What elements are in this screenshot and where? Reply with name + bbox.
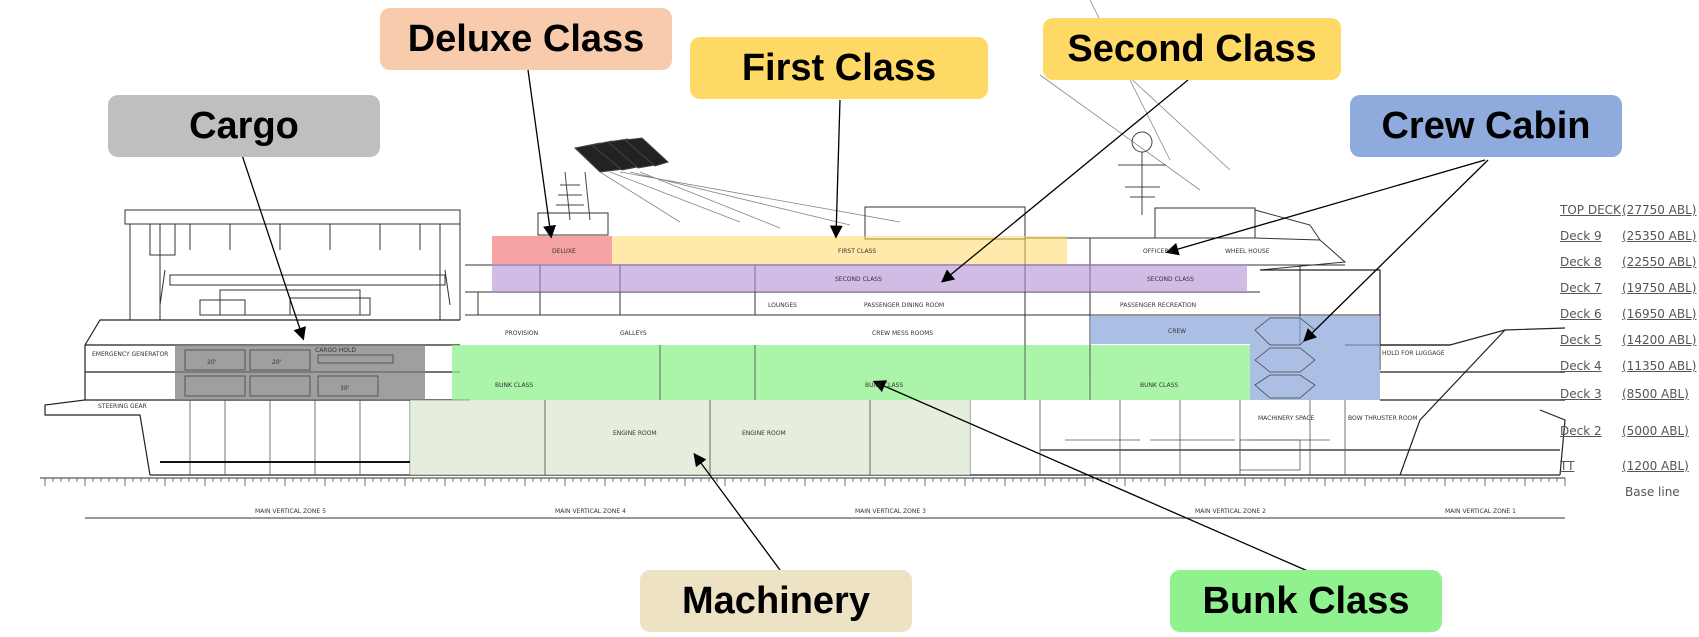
ruler-ticks: [44, 478, 1566, 486]
deck-elevation: (1200 ABL): [1622, 459, 1689, 473]
baseline-ruler: [40, 477, 1565, 519]
deluxe-region: [492, 236, 612, 264]
deck-name: TT: [1560, 459, 1575, 473]
deck-label: TT (1200 ABL): [1560, 459, 1689, 473]
machinery-leader: [693, 452, 781, 571]
crew-leader-a: [1165, 159, 1486, 256]
second-room-label-b: SECOND CLASS: [1147, 276, 1194, 283]
deck-label: Deck 5 (14200 ABL): [1560, 333, 1696, 347]
deluxe-room-label: DELUXE: [552, 248, 576, 255]
bow-thruster-label: BOW THRUSTER ROOM: [1348, 415, 1417, 422]
container-label-c: 30': [340, 385, 350, 392]
deck-label: TOP DECK(27750 ABL): [1560, 203, 1696, 217]
galleys-label: GALLEYS: [620, 330, 647, 337]
deck-label: Base line: [1625, 485, 1680, 499]
first-room-label: FIRST CLASS: [838, 248, 876, 255]
machinery-callout: Machinery: [640, 570, 912, 632]
deck-elevation: (27750 ABL): [1622, 203, 1697, 217]
deck-elevation: (5000 ABL): [1622, 424, 1689, 438]
deck-label: Deck 7 (19750 ABL): [1560, 281, 1696, 295]
deck-elevation: (22550 ABL): [1622, 255, 1697, 269]
deck-name: Deck 5: [1560, 333, 1602, 347]
deck-elevation: (8500 ABL): [1622, 387, 1689, 401]
deck-name: Deck 8: [1560, 255, 1602, 269]
bunk-room-label-b: BUNK CLASS: [865, 382, 903, 389]
deck-elevation: (19750 ABL): [1622, 281, 1697, 295]
container-label-b: 20': [272, 359, 282, 366]
deck-name: Deck 3: [1560, 387, 1602, 401]
bunk-class-callout: Bunk Class: [1170, 570, 1442, 632]
deck-name: Deck 7: [1560, 281, 1602, 295]
crew-leader-b: [1303, 159, 1489, 342]
zone-5-label: MAIN VERTICAL ZONE 5: [255, 508, 326, 515]
lounges-label: LOUNGES: [768, 302, 797, 309]
machinery-region: [410, 400, 970, 475]
crew-mess-label: CREW MESS ROOMS: [872, 330, 933, 337]
crew-cabin-callout: Crew Cabin: [1350, 95, 1622, 157]
second-class-region: [492, 264, 1247, 292]
cargo-gantry: [124, 209, 461, 320]
deck-label: Deck 6 (16950 ABL): [1560, 307, 1696, 321]
deluxe-class-callout: Deluxe Class: [380, 8, 672, 70]
leader-lines: [241, 69, 1489, 573]
second-class-callout: Second Class: [1043, 18, 1341, 80]
plan-text: DELUXE FIRST CLASS SECOND CLASS SECOND C…: [92, 248, 1516, 515]
zone-2-label: MAIN VERTICAL ZONE 2: [1195, 508, 1266, 515]
crew-cabin-region-b: [1250, 316, 1380, 400]
cargo-region: [175, 345, 425, 400]
deck-elevation: (25350 ABL): [1622, 229, 1697, 243]
first-class-callout: First Class: [690, 37, 988, 99]
cargo-callout: Cargo: [108, 95, 380, 157]
zone-4-label: MAIN VERTICAL ZONE 4: [555, 508, 626, 515]
zone-1-label: MAIN VERTICAL ZONE 1: [1445, 508, 1516, 515]
container-label-a: 20': [207, 359, 217, 366]
deck-label: Deck 2 (5000 ABL): [1560, 424, 1689, 438]
deck-name: Deck 4: [1560, 359, 1602, 373]
bunk-room-label-a: BUNK CLASS: [495, 382, 533, 389]
deck-elevation: (14200 ABL): [1622, 333, 1697, 347]
engine-room-label-a: ENGINE ROOM: [613, 430, 657, 437]
deck-name: Base line: [1625, 485, 1680, 499]
officers-label: OFFICERS: [1143, 248, 1173, 255]
crew-cabin-region-a: [1090, 316, 1250, 344]
deluxe-leader: [527, 69, 557, 239]
steering-gear-label: STEERING GEAR: [98, 403, 147, 410]
machinery-space-label: MACHINERY SPACE: [1258, 415, 1315, 422]
deck-label: Deck 3 (8500 ABL): [1560, 387, 1689, 401]
second-room-label: SECOND CLASS: [835, 276, 882, 283]
deck-label: Deck 9 (25350 ABL): [1560, 229, 1696, 243]
hold-luggage-label: HOLD FOR LUGGAGE: [1382, 350, 1445, 357]
deck-name: Deck 2: [1560, 424, 1602, 438]
deck-elevation: (11350 ABL): [1622, 359, 1697, 373]
recreation-label: PASSENGER RECREATION: [1120, 302, 1196, 309]
bunk-room-label-c: BUNK CLASS: [1140, 382, 1178, 389]
deck-name: Deck 6: [1560, 307, 1602, 321]
bulkheads: [189, 400, 1346, 475]
cargo-leader: [241, 154, 306, 341]
dining-label: PASSENGER DINING ROOM: [864, 302, 944, 309]
engine-room-label-b: ENGINE ROOM: [742, 430, 786, 437]
emergency-generator-label: EMERGENCY GENERATOR: [92, 351, 168, 358]
mast: [1118, 131, 1166, 215]
bunk-leader: [872, 380, 1311, 573]
bunk-region: [452, 345, 1250, 400]
deck-name: TOP DECK: [1560, 203, 1621, 217]
first-leader: [829, 99, 843, 239]
zone-overlays: [175, 236, 1380, 475]
wheel-house-label: WHEEL HOUSE: [1225, 248, 1270, 255]
crew-room-label: CREW: [1168, 328, 1186, 335]
provision-label: PROVISION: [505, 330, 538, 337]
deck-name: Deck 9: [1560, 229, 1602, 243]
second-leader: [940, 79, 1189, 283]
funnel: [556, 137, 669, 221]
deck-elevation: (16950 ABL): [1622, 307, 1697, 321]
deck-label: Deck 8 (22550 ABL): [1560, 255, 1696, 269]
zone-3-label: MAIN VERTICAL ZONE 3: [855, 508, 926, 515]
cargo-hold-label: CARGO HOLD: [315, 347, 356, 354]
deck-label: Deck 4 (11350 ABL): [1560, 359, 1696, 373]
